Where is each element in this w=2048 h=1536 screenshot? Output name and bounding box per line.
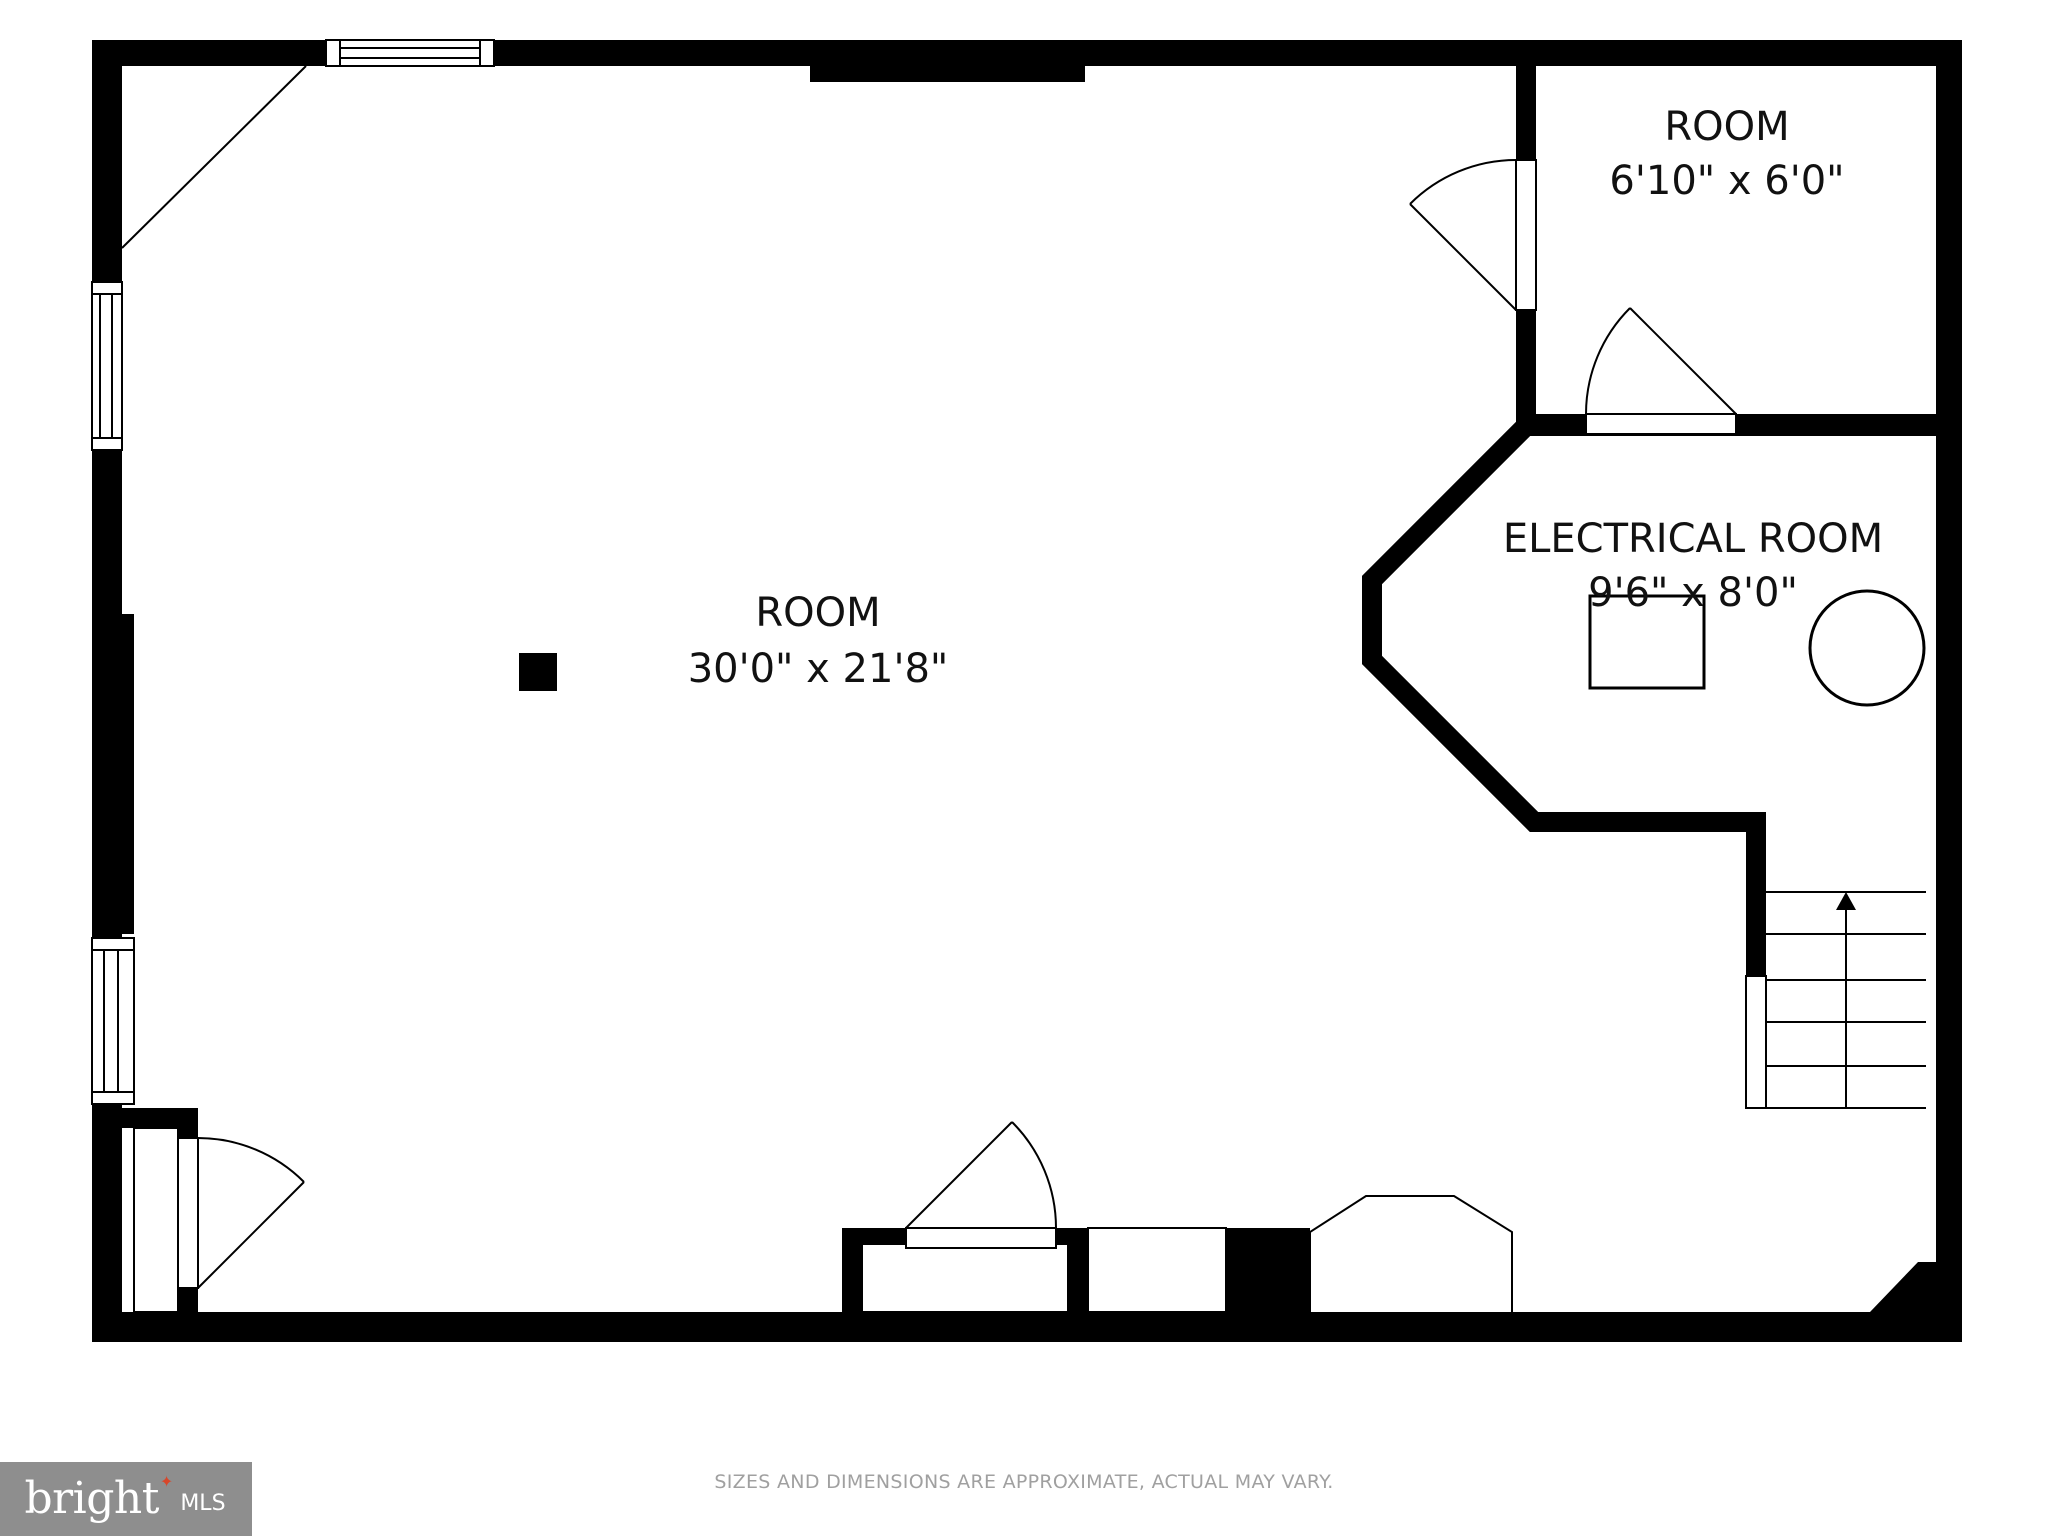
electrical-room-name: ELECTRICAL ROOM — [1503, 516, 1883, 562]
logo-mls: MLS — [180, 1490, 226, 1516]
water-heater — [1808, 589, 1926, 707]
corner-chamfer — [1870, 1262, 1936, 1312]
wall-left-thick — [122, 614, 134, 934]
electrical-room-wall — [1362, 418, 1766, 976]
disclaimer-text: SIZES AND DIMENSIONS ARE APPROXIMATE, AC… — [714, 1471, 1333, 1493]
logo-spark-icon: ✦ — [159, 1471, 174, 1491]
small-room-name: ROOM — [1664, 104, 1789, 150]
electrical-room-dims: 9'6" x 8'0" — [1588, 570, 1798, 616]
electrical-panel — [1588, 594, 1706, 690]
door-small-room-left — [1409, 159, 1537, 311]
brightmls-logo: bright ✦ MLS — [0, 1462, 252, 1536]
main-room-name: ROOM — [755, 590, 880, 636]
window-left-upper — [91, 281, 123, 451]
wall-right — [1936, 40, 1962, 1342]
beam-top — [810, 66, 1085, 82]
bottom-closets — [842, 1195, 1513, 1313]
stairs — [1745, 891, 1926, 1109]
corner-diagonal — [121, 65, 307, 249]
wall-left — [92, 40, 122, 1342]
window-left-lower — [91, 937, 135, 1105]
main-room-dims: 30'0" x 21'8" — [688, 646, 949, 692]
closet-bottom-left — [92, 1108, 305, 1313]
window-top — [325, 39, 495, 67]
wall-bottom — [92, 1312, 1962, 1342]
door-small-room-bottom — [1585, 307, 1737, 435]
door-bottom — [905, 1121, 1057, 1249]
logo-wordmark: bright — [24, 1473, 159, 1524]
column — [519, 653, 557, 691]
outer-walls — [92, 40, 1962, 1342]
small-room-dims: 6'10" x 6'0" — [1609, 158, 1844, 204]
